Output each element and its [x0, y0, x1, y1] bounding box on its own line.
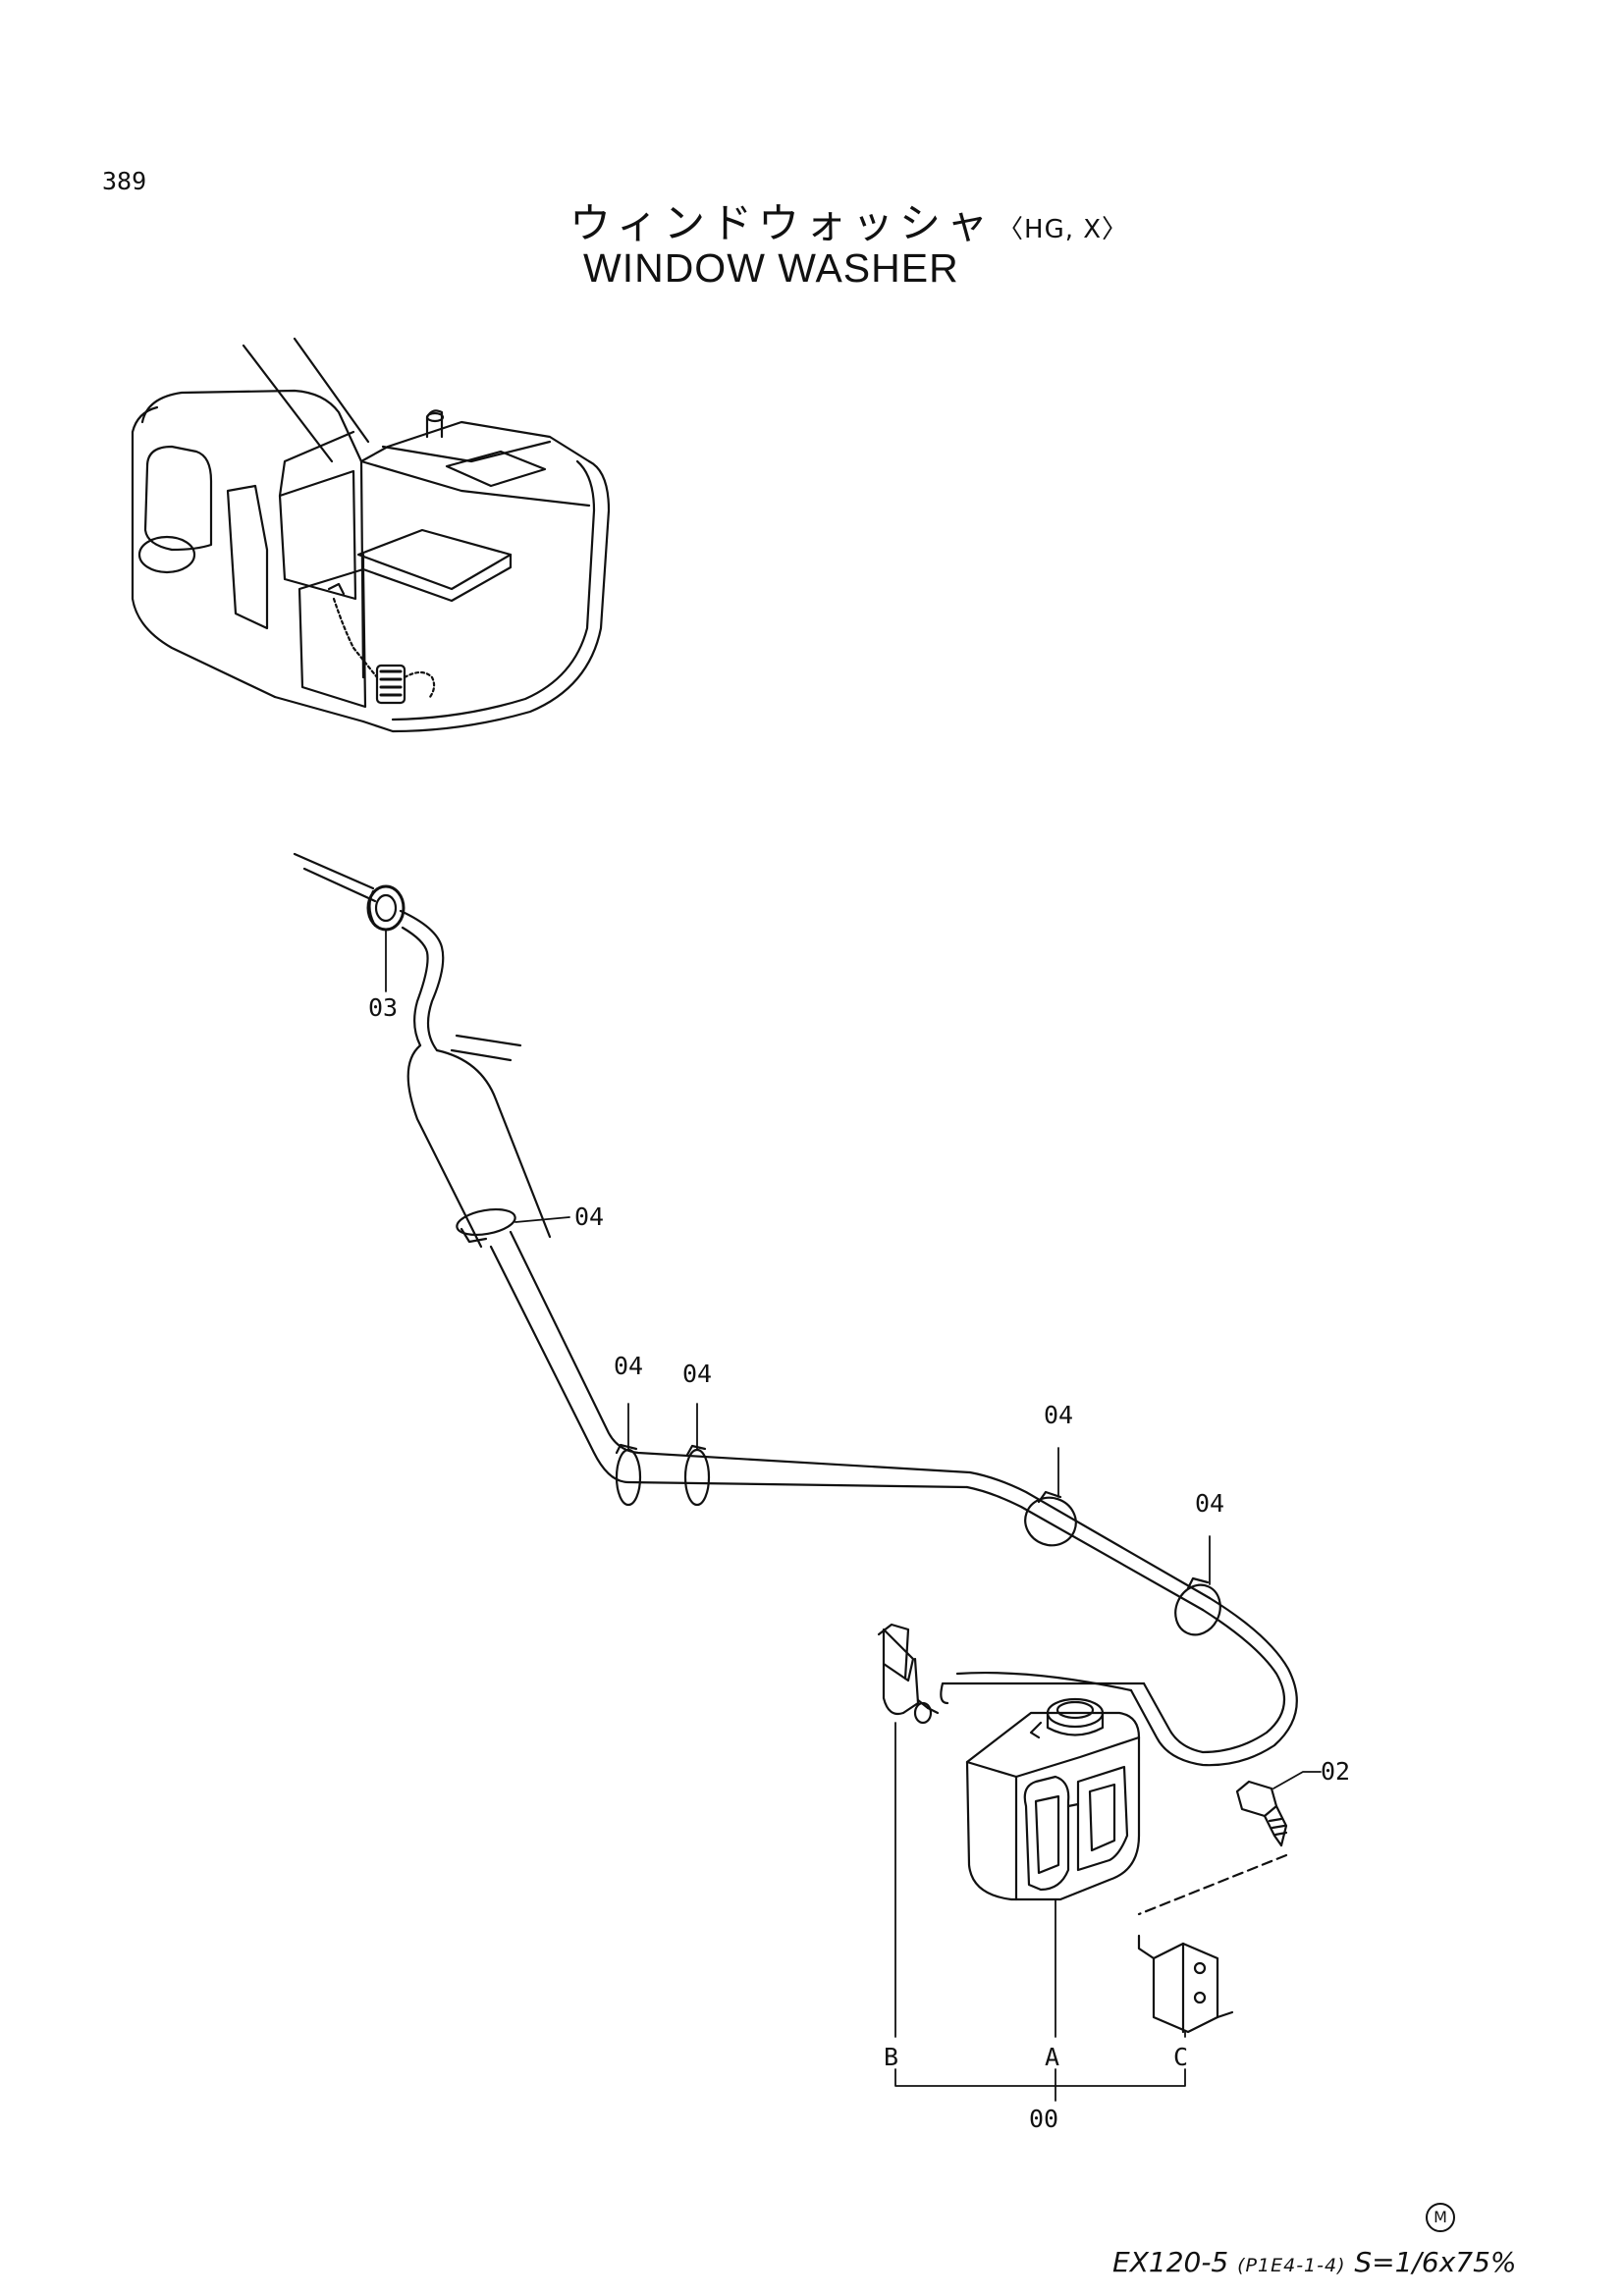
callout-04-c: 04: [682, 1360, 712, 1388]
title-japanese-text: ウィンドウォッシャ: [569, 199, 995, 247]
callout-00: 00: [1029, 2105, 1058, 2133]
leader-lines: [385, 929, 1322, 2102]
machine-overview-illustration: [131, 337, 611, 733]
callout-04-e: 04: [1195, 1489, 1224, 1518]
callout-a: A: [1045, 2043, 1059, 2071]
callout-04-b: 04: [614, 1352, 643, 1380]
callout-02: 02: [1321, 1757, 1350, 1786]
callout-b: B: [884, 2043, 898, 2071]
callout-c: C: [1173, 2043, 1188, 2071]
callout-03: 03: [368, 993, 398, 1022]
title-japanese: ウィンドウォッシャ〈HG, X〉: [569, 190, 1128, 250]
callout-04-d: 04: [1044, 1401, 1073, 1429]
footer: EX120-5 (P1E4-1-4) S=1/6x75%: [1112, 2246, 1517, 2278]
washer-tank-illustration: [877, 1623, 1288, 2034]
washer-hose-route: [293, 852, 1298, 1767]
title-variant: 〈HG, X〉: [998, 215, 1129, 244]
page-number: 389: [102, 167, 147, 195]
footer-code: (P1E4-1-4): [1237, 2255, 1346, 2276]
title-english: WINDOW WASHER: [583, 245, 959, 291]
m-mark: M: [1426, 2203, 1455, 2232]
footer-model: EX120-5: [1112, 2246, 1229, 2278]
callout-04-a: 04: [574, 1202, 604, 1231]
footer-scale: S=1/6x75%: [1354, 2246, 1517, 2278]
hose-clamps: [456, 1207, 1221, 1636]
